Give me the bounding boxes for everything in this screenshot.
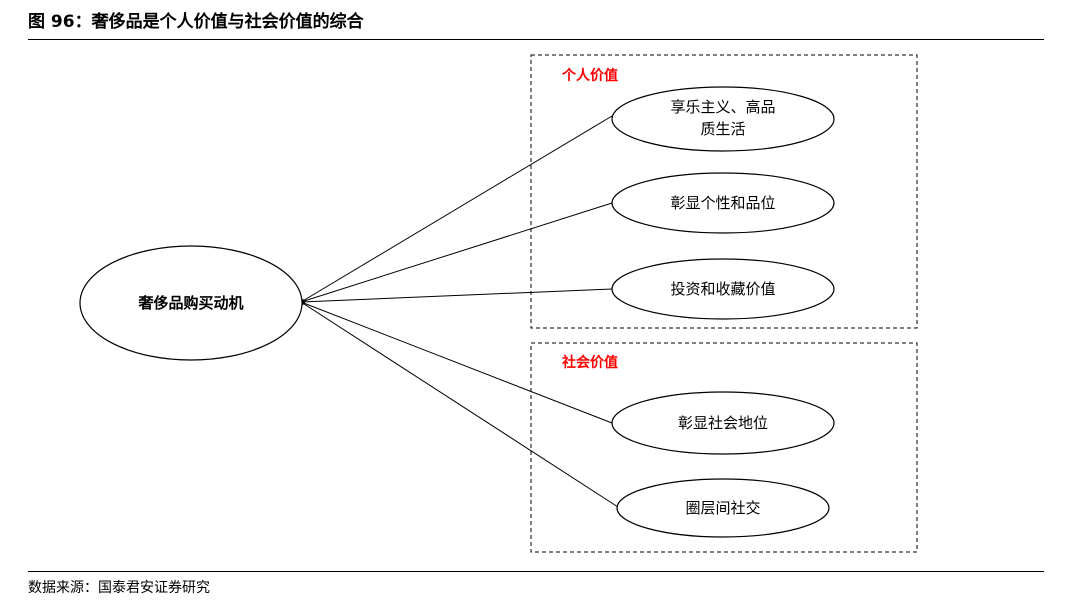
source-divider xyxy=(28,571,1044,572)
connector-personality xyxy=(300,202,613,303)
center-ellipse xyxy=(79,245,303,361)
node-ellipse xyxy=(611,391,835,455)
node-hedonism: 享乐主义、高品 质生活 xyxy=(611,86,835,152)
node-social-status: 彰显社会地位 xyxy=(611,391,835,455)
node-circle-social: 圈层间社交 xyxy=(616,478,830,538)
social-value-group: 社会价值 xyxy=(530,342,918,553)
node-label: 投资和收藏价值 xyxy=(670,280,775,298)
center-label: 奢侈品购买动机 xyxy=(137,294,243,312)
source-note: 数据来源：国泰君安证券研究 xyxy=(28,580,210,596)
connector-social-status xyxy=(300,301,613,424)
node-label-line-2: 质生活 xyxy=(700,120,745,138)
personal-value-title: 个人价值 xyxy=(561,67,618,84)
node-ellipse xyxy=(611,172,835,234)
node-ellipse xyxy=(616,478,830,538)
social-value-box xyxy=(530,342,918,553)
connector-hedonism xyxy=(300,115,613,303)
node-personality: 彰显个性和品位 xyxy=(611,172,835,234)
node-ellipse xyxy=(611,258,835,320)
title-divider xyxy=(28,39,1044,40)
connector-circle-social xyxy=(300,301,619,508)
center-node: 奢侈品购买动机 xyxy=(79,245,303,361)
node-ellipse xyxy=(611,86,835,152)
social-value-title: 社会价值 xyxy=(561,354,618,371)
node-label: 彰显社会地位 xyxy=(678,414,768,432)
connector-investment xyxy=(300,288,613,303)
node-label-line-1: 享乐主义、高品 xyxy=(670,98,775,116)
personal-value-box xyxy=(530,54,918,329)
node-label: 圈层间社交 xyxy=(685,499,760,517)
connectors xyxy=(299,115,619,508)
node-label: 彰显个性和品位 xyxy=(670,194,775,212)
figure-title: 图 96：奢侈品是个人价值与社会价值的综合 xyxy=(28,12,364,32)
node-investment: 投资和收藏价值 xyxy=(611,258,835,320)
personal-value-group: 个人价值 xyxy=(530,54,918,329)
